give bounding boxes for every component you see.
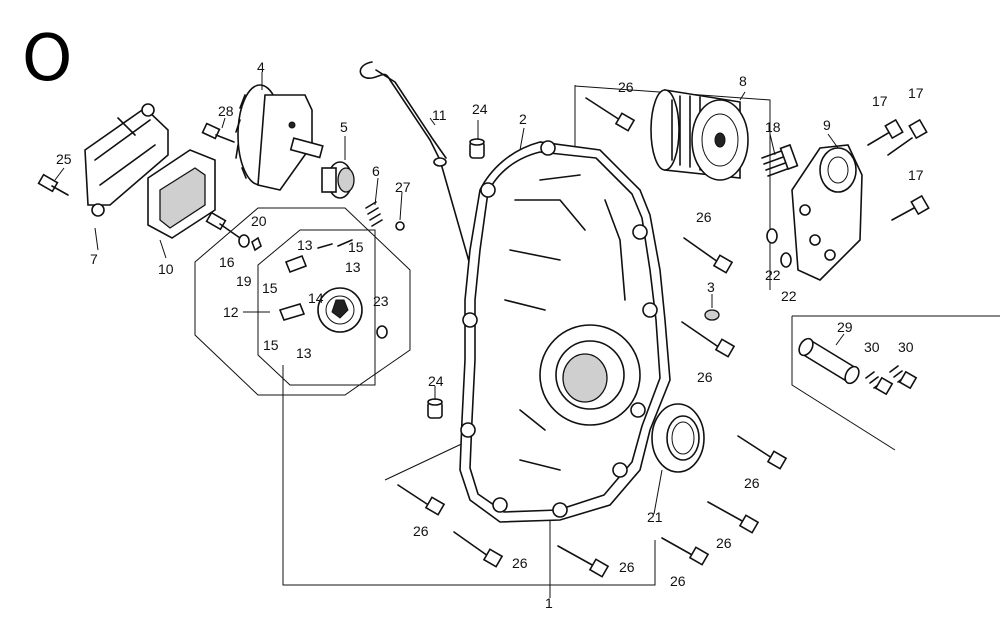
o-ring-27-part [395,221,405,231]
bolts-17-parts [867,118,930,221]
breather-cover-part [84,103,169,217]
inset-parts-29-30 [798,337,918,396]
callout-12: 12 [223,304,239,320]
callout-26f: 26 [619,559,635,575]
callout-4: 4 [257,59,265,75]
callout-26d: 26 [413,523,429,539]
callout-25: 25 [56,151,72,167]
bolt-28-part [201,122,235,143]
callout-26e: 26 [512,555,528,571]
callout-22a: 22 [765,267,781,283]
washer-3-part [704,309,720,321]
callout-1: 1 [545,595,553,611]
callout-26i: 26 [744,475,760,491]
crankcase-cover-part [459,140,671,523]
callout-10: 10 [158,261,174,277]
bolts-26-parts [397,97,788,578]
oil-seal-21-part [651,403,705,473]
callout-9: 9 [823,117,831,133]
callout-20: 20 [251,213,267,229]
callout-16: 16 [219,254,235,270]
callout-7: 7 [90,251,98,267]
callout-18: 18 [765,119,781,135]
spring-6-part [365,201,383,227]
callout-30b: 30 [898,339,914,355]
callout-24b: 24 [428,373,444,389]
callout-15c: 15 [263,337,279,353]
washer-22a-part [766,228,778,244]
callout-13c: 13 [296,345,312,361]
assembly-bracket-lines [194,85,1000,598]
dowel-pin-24-parts [427,138,485,419]
callout-3: 3 [707,279,715,295]
callout-29: 29 [837,319,853,335]
callout-26h: 26 [716,535,732,551]
callout-15b: 15 [262,280,278,296]
callout-24a: 24 [472,101,488,117]
callout-26c: 26 [697,369,713,385]
callout-28: 28 [218,103,234,119]
callout-13b: 13 [345,259,361,275]
callout-17a: 17 [872,93,888,109]
leader-lines [54,72,845,515]
callout-17c: 17 [908,167,924,183]
callout-26a: 26 [618,79,634,95]
bolt-25-part [37,173,69,196]
callout-21: 21 [647,509,663,525]
washer-22b-part [780,252,792,268]
dipstick-part [359,61,471,266]
callout-27: 27 [395,179,411,195]
breather-gasket-part [147,149,216,239]
callout-8: 8 [739,73,747,89]
callout-17b: 17 [908,85,924,101]
filter-bracket-part [791,144,863,281]
callout-19: 19 [236,273,252,289]
callout-26b: 26 [696,209,712,225]
nipple-18-part [761,143,799,177]
callout-22b: 22 [781,288,797,304]
callout-5: 5 [340,119,348,135]
callout-6: 6 [372,163,380,179]
oil-pump-internals [205,211,388,339]
callout-30a: 30 [864,339,880,355]
callout-23: 23 [373,293,389,309]
callout-2: 2 [519,111,527,127]
callout-26g: 26 [670,573,686,589]
callout-11: 11 [432,107,447,123]
callout-13a: 13 [297,237,313,253]
callout-15a: 15 [348,239,364,255]
callout-labels: 1 2 3 4 5 6 7 8 9 10 11 12 13 13 13 14 1… [56,59,924,611]
oil-filter-part [650,89,749,181]
oil-pump-gear-part [235,84,324,191]
section-letter: O [22,22,72,96]
collar-5-part [321,161,355,199]
callout-14: 14 [308,290,324,306]
